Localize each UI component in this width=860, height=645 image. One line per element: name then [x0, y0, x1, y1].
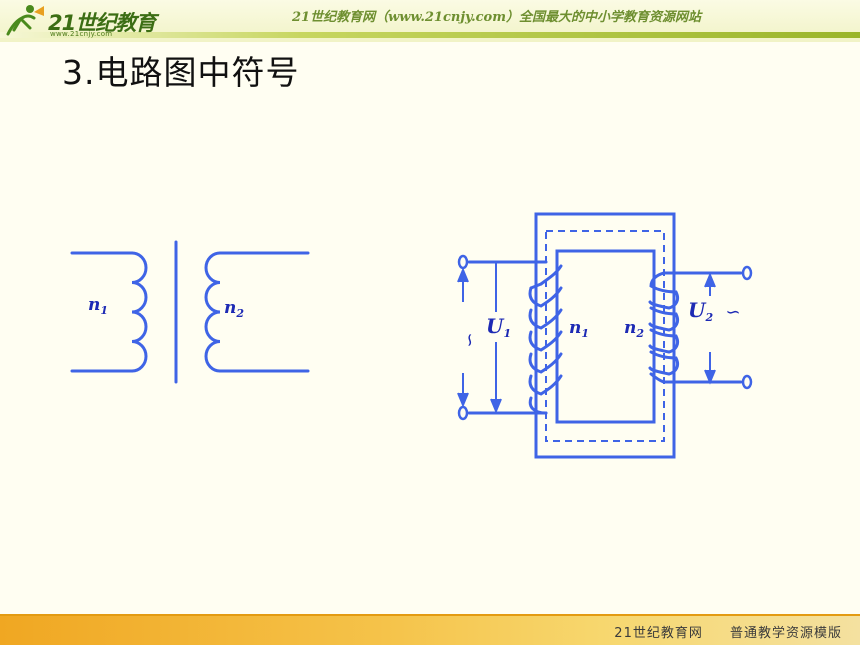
footer-template-label: 普通教学资源模版: [729, 626, 842, 641]
terminal-bottom-right: [741, 374, 753, 390]
u1-label: U1: [486, 314, 511, 340]
u2-label: U2: [688, 298, 713, 324]
core-dashed: [545, 230, 665, 442]
header-rule: [0, 32, 860, 38]
secondary-coil: [204, 251, 222, 373]
terminals: [457, 254, 753, 421]
primary-coil: [130, 251, 148, 373]
logo[interactable]: 21世纪教育 www.21cnjy.com: [0, 0, 156, 42]
n1-label: n1: [569, 318, 589, 340]
secondary-winding: [648, 271, 743, 384]
n2-label: n2: [624, 318, 644, 340]
symbol-n1-label: n1: [88, 295, 108, 317]
footer-rule: [0, 614, 860, 616]
runner-icon: [6, 5, 44, 36]
terminal-bottom-left: [457, 405, 469, 421]
footer-site-name[interactable]: 21世纪教育网: [614, 626, 703, 641]
logo-text: 21世纪教育: [48, 11, 156, 35]
symbol-n2-label: n2: [224, 298, 244, 320]
footer-bar: [0, 614, 860, 645]
header-slogan: 21世纪教育网（www.21cnjy.com）全国最大的中小学教育资源网站: [292, 10, 701, 25]
page-title: 3.电路图中符号: [62, 53, 300, 92]
terminal-top-left: [457, 254, 469, 270]
footer-text: 21世纪教育网 普通教学资源模版: [614, 622, 842, 641]
header-bar: 21世纪教育 www.21cnjy.com 21世纪教育网（www.21cnjy…: [0, 0, 860, 42]
voltage-arrows: [457, 262, 716, 414]
logo-url: www.21cnjy.com: [50, 30, 113, 38]
primary-winding: [467, 260, 563, 415]
terminal-top-right: [741, 265, 753, 281]
ac-symbol-left: ∽: [459, 332, 480, 347]
transformer-symbol: [70, 240, 310, 384]
ac-symbol-right: ∽: [725, 302, 740, 323]
